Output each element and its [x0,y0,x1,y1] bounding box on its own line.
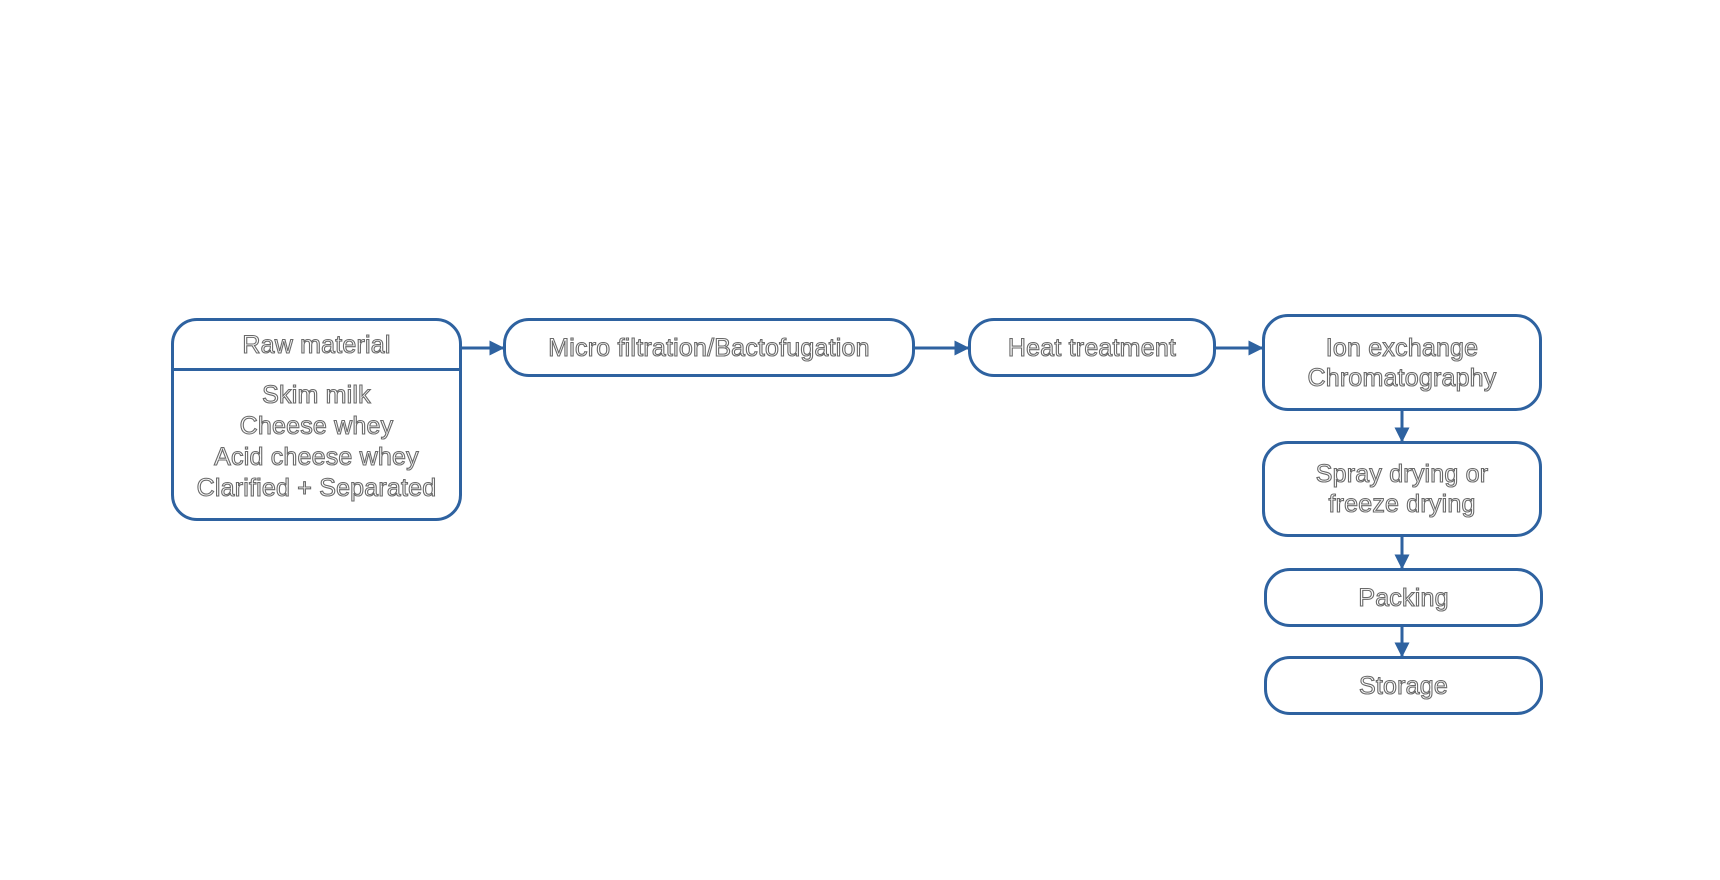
ion-exchange-label-line1: Ion exchange [1325,333,1479,362]
storage-step: Storage [1264,656,1543,715]
spray-drying-label-line2: freeze drying [1328,489,1476,518]
spray-drying-label-line1: Spray drying or [1315,459,1489,488]
raw-material-item: Clarified + Separated [196,473,437,502]
heat-treatment-label: Heat treatment [1007,333,1177,362]
micro-filtration-step: Micro filtration/Bactofugation [503,318,915,377]
raw-material-box: Raw material Skim milk Cheese whey Acid … [171,318,462,521]
spray-drying-step: Spray drying or freeze drying [1262,441,1542,537]
raw-material-item: Cheese whey [239,411,394,440]
ion-exchange-label-line2: Chromatography [1307,363,1497,392]
packing-step: Packing [1264,568,1543,627]
raw-material-list: Skim milk Cheese whey Acid cheese whey C… [174,371,459,518]
micro-filtration-label: Micro filtration/Bactofugation [548,333,870,362]
raw-material-header: Raw material [174,321,459,371]
heat-treatment-step: Heat treatment [968,318,1216,377]
ion-exchange-step: Ion exchange Chromatography [1262,314,1542,411]
storage-label: Storage [1358,671,1448,700]
raw-material-item: Acid cheese whey [214,442,420,471]
packing-label: Packing [1358,583,1449,612]
raw-material-item: Skim milk [262,380,372,409]
raw-material-title: Raw material [242,330,391,359]
